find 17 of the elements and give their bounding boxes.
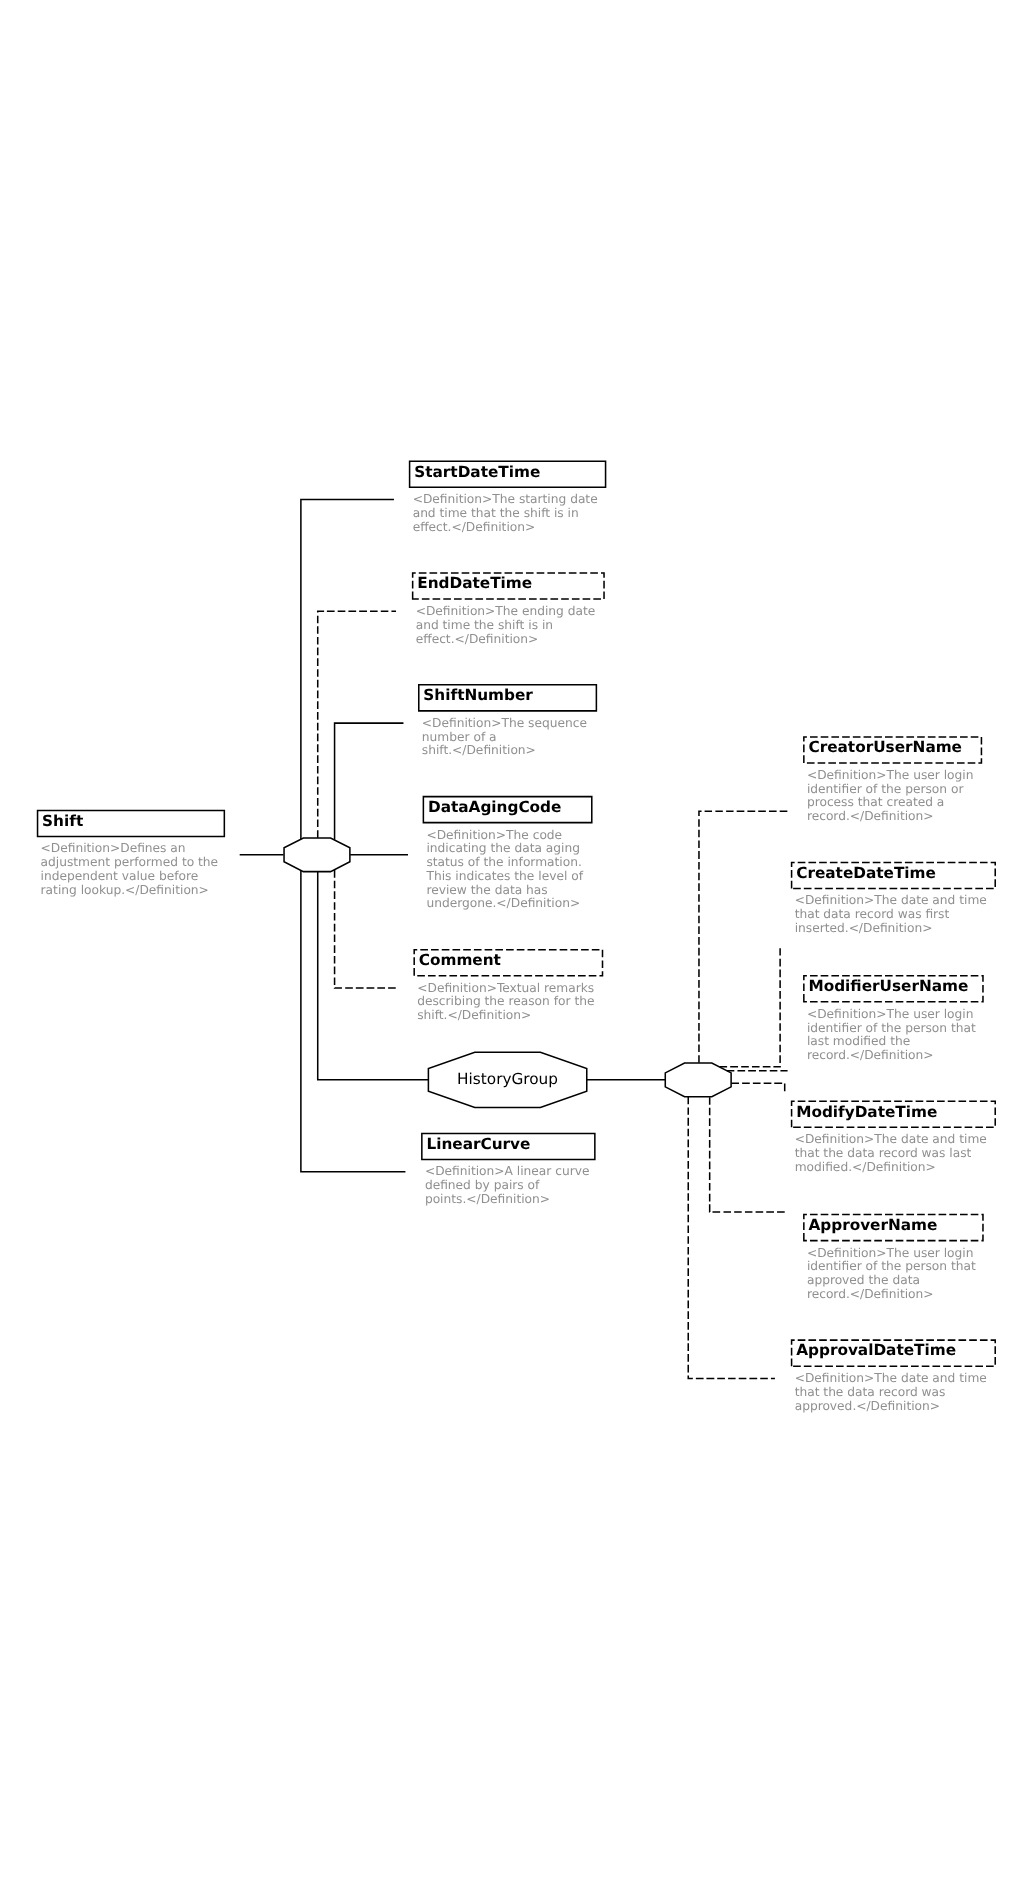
connector [333,869,399,989]
connector [316,610,397,839]
connector [349,854,409,856]
connector [708,1096,789,1213]
connector [698,810,790,1064]
connector [300,869,407,1173]
connector [730,1082,786,1093]
connector [333,722,405,841]
connector [238,854,285,856]
connector [586,1079,666,1081]
connector [726,1069,789,1072]
connector [316,870,429,1081]
node-octagon [283,837,351,873]
connector [687,1096,776,1380]
connector [718,947,781,1068]
connector [300,498,395,840]
node-octagon [664,1062,732,1098]
